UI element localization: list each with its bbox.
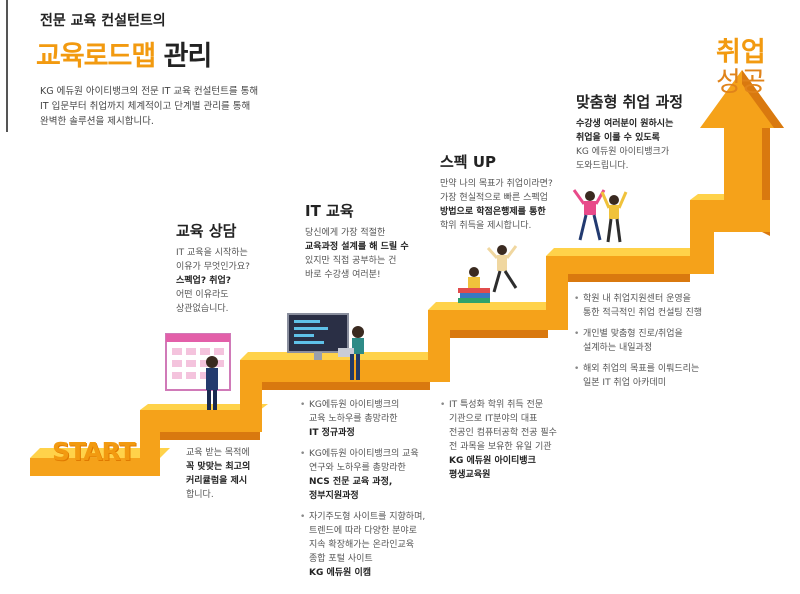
reading-student-figure-icon	[468, 267, 480, 288]
spec-bullets: IT 특성화 학위 취득 전문 기관으로 IT분야의 대표 전공인 컴퓨터공학 …	[440, 398, 590, 489]
consult-note: 교육 받는 목적에 꼭 맞맞는 최고의 커리큘럼을 제시 합니다.	[186, 446, 276, 502]
education-bullets: KG에듀원 아이티뱅크의 교육 노하우를 총망라한 IT 정규과정 KG에듀원 …	[300, 398, 450, 587]
bullet-line: 해외 취업의 목표를 이뤄드리는	[583, 364, 700, 374]
bullet-strong: 평생교육원	[449, 470, 491, 480]
note-line-strong: 꼭 맞맞는 최고의	[186, 462, 251, 472]
bullet-line: 통한 적극적인 취업 컨설팅 진행	[583, 308, 703, 318]
note-line-strong: 커리큘럼을 제시	[186, 476, 248, 486]
left-rule	[6, 0, 8, 132]
step-title-consult: 교육 상담	[176, 222, 237, 240]
page-title: 교육로드맵 관리	[36, 34, 213, 73]
desc-line: KG 에듀원 아이티뱅크가	[576, 147, 670, 157]
bullet-item: KG에듀원 아이티뱅크의 교육 노하우를 총망라한 IT 정규과정	[300, 398, 450, 440]
bullet-line: 지속 확장해가는 온라인교육	[309, 540, 415, 550]
goal-label: 취업 성공	[716, 38, 766, 98]
bullet-line: IT 특성화 학위 취득 전문	[449, 400, 544, 410]
desc-line: 상관없습니다.	[176, 304, 229, 314]
bullet-line: 연구와 노하우를 총망라한	[309, 463, 406, 473]
bullet-line: 설계하는 내일과정	[583, 343, 653, 353]
title-rest: 관리	[163, 41, 213, 72]
start-label: START	[52, 437, 136, 466]
bullet-item: 자기주도형 사이트를 지향하며, 트렌드에 따라 다양한 분야로 지속 확장해가…	[300, 510, 450, 580]
desc-line-strong: 수강생 여러분이 원하시는	[576, 119, 674, 129]
bullet-line: 기관으로 IT분야의 대표	[449, 414, 538, 424]
desc-line-strong: 방법으로 학점은행제를 통한	[440, 207, 546, 217]
step-title-spec: 스펙 UP	[440, 153, 496, 171]
bullet-item: 개인별 맞춤형 진로/취업을 설계하는 내일과정	[574, 327, 744, 355]
consultant-figure-icon	[206, 356, 218, 410]
step-desc-education: 당신에게 가장 적절한 교육과정 설계를 해 드릴 수 있지만 직접 공부하는 …	[305, 226, 445, 282]
goal-line2: 성공	[716, 67, 766, 98]
step-title-job: 맞춤형 취업 과정	[576, 93, 684, 111]
calendar-board-icon	[165, 333, 231, 391]
desc-line: 있지만 직접 공부하는 건	[305, 256, 397, 266]
job-bullets: 학원 내 취업지원센터 운영을 통한 적극적인 취업 컨설팅 진행 개인별 맞춤…	[574, 292, 744, 397]
bullet-strong: KG 에듀원 이캠	[309, 568, 372, 578]
intro-line: KG 에듀원 아이티뱅크의 전문 IT 교육 컨설턴트를 통해	[40, 86, 259, 97]
bullet-strong: 정부지원과정	[309, 491, 359, 501]
bullet-strong: KG 에듀원 아이티뱅크	[449, 456, 536, 466]
bullet-strong: NCS 전문 교육 과정,	[309, 477, 393, 487]
note-line: 합니다.	[186, 490, 214, 500]
monitor-icon	[287, 313, 349, 360]
intro-line: 완벽한 솔루션을 제시합니다.	[40, 116, 154, 127]
desc-line: 당신에게 가장 적절한	[305, 228, 386, 238]
desc-line: 만약 나의 목표가 취업이라면?	[440, 179, 553, 189]
bullet-item: IT 특성화 학위 취득 전문 기관으로 IT분야의 대표 전공인 컴퓨터공학 …	[440, 398, 590, 482]
book-stack-icon	[458, 288, 490, 303]
intro-line: IT 입문부터 취업까지 체계적이고 단계별 관리를 통해	[40, 101, 251, 112]
jumping-student-figure-icon	[486, 245, 518, 293]
title-highlight: 교육로드맵	[36, 41, 156, 72]
desc-line: 바로 수강생 여러분!	[305, 270, 381, 280]
bullet-line: KG에듀원 아이티뱅크의	[309, 400, 400, 410]
bullet-line: 트렌드에 따라 다양한 분야로	[309, 526, 417, 536]
step-desc-job: 수강생 여러분이 원하시는 취업을 이룰 수 있도록 KG 에듀원 아이티뱅크가…	[576, 117, 716, 173]
bullet-item: 학원 내 취업지원센터 운영을 통한 적극적인 취업 컨설팅 진행	[574, 292, 744, 320]
intro-text: KG 에듀원 아이티뱅크의 전문 IT 교육 컨설턴트를 통해 IT 입문부터 …	[40, 84, 280, 129]
desc-line: IT 교육을 시작하는	[176, 248, 248, 258]
bullet-line: 개인별 맞춤형 진로/취업을	[583, 329, 683, 339]
page-subtitle: 전문 교육 컨설턴트의	[40, 13, 166, 29]
desc-line: 도와드립니다.	[576, 161, 629, 171]
desc-line-strong: 스펙업? 취업?	[176, 276, 231, 286]
desc-line: 학위 취득을 제시합니다.	[440, 221, 532, 231]
celebrating-figures-icon	[572, 189, 628, 243]
bullet-line: 일본 IT 취업 아카데미	[583, 378, 666, 388]
desc-line: 가장 현실적으로 빠른 스펙업	[440, 193, 548, 203]
note-line: 교육 받는 목적에	[186, 448, 250, 458]
bullet-line: KG에듀원 아이티뱅크의 교육	[309, 449, 419, 459]
goal-line1: 취업	[716, 37, 766, 68]
bullet-line: 종합 포털 사이트	[309, 554, 373, 564]
bullet-item: 해외 취업의 목표를 이뤄드리는 일본 IT 취업 아카데미	[574, 362, 744, 390]
bullet-line: 학원 내 취업지원센터 운영을	[583, 294, 691, 304]
bullet-line: 자기주도형 사이트를 지향하며,	[309, 512, 426, 522]
desc-line-strong: 교육과정 설계를 해 드릴 수	[305, 242, 409, 252]
desc-line-strong: 취업을 이룰 수 있도록	[576, 133, 660, 143]
bullet-line: 전 과목을 보유한 유일 기관	[449, 442, 552, 452]
step-desc-consult: IT 교육을 시작하는 이유가 무엇인가요? 스펙업? 취업? 어떤 이유라도 …	[176, 246, 286, 316]
bullet-line: 교육 노하우를 총망라한	[309, 414, 398, 424]
bullet-line: 전공인 컴퓨터공학 전공 필수	[449, 428, 557, 438]
bullet-strong: IT 정규과정	[309, 428, 355, 438]
bullet-item: KG에듀원 아이티뱅크의 교육 연구와 노하우를 총망라한 NCS 전문 교육 …	[300, 447, 450, 503]
step-title-education: IT 교육	[305, 202, 354, 220]
step-desc-spec: 만약 나의 목표가 취업이라면? 가장 현실적으로 빠른 스펙업 방법으로 학점…	[440, 177, 590, 233]
student-laptop-figure-icon	[338, 326, 364, 380]
desc-line: 어떤 이유라도	[176, 290, 229, 300]
desc-line: 이유가 무엇인가요?	[176, 262, 250, 272]
